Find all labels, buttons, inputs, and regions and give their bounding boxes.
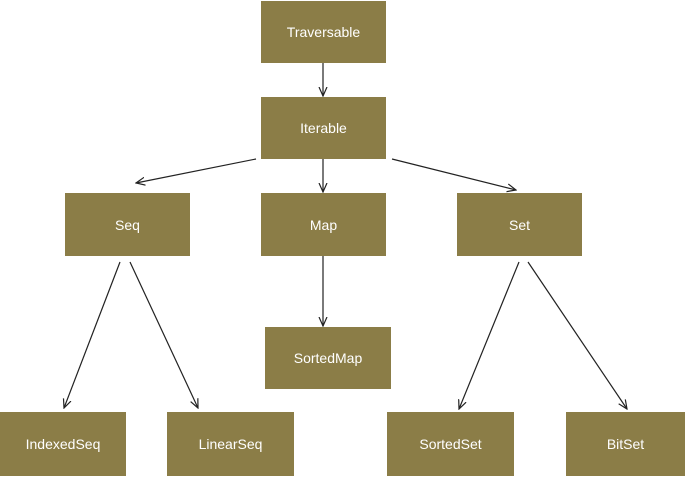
node-iterable: Iterable bbox=[261, 97, 386, 159]
node-traversable-label: Traversable bbox=[286, 24, 361, 40]
node-sortedset: SortedSet bbox=[387, 412, 514, 476]
node-seq: Seq bbox=[65, 193, 190, 256]
node-indexedseq: IndexedSeq bbox=[0, 412, 126, 476]
node-map-label: Map bbox=[309, 216, 338, 233]
node-map: Map bbox=[261, 193, 386, 256]
node-iterable-label: Iterable bbox=[300, 120, 347, 136]
node-linearseq: LinearSeq bbox=[167, 412, 294, 476]
edge-seq-linearseq bbox=[129, 261, 198, 408]
node-set-label: Set bbox=[508, 216, 530, 233]
node-sortedmap: SortedMap bbox=[265, 327, 391, 389]
edge-set-bitset bbox=[527, 261, 627, 409]
node-sortedset-label: SortedSet bbox=[419, 436, 482, 452]
node-linearseq-label: LinearSeq bbox=[198, 436, 263, 452]
node-seq-label: Seq bbox=[115, 216, 140, 233]
node-sortedmap-label: SortedMap bbox=[293, 350, 363, 366]
node-traversable: Traversable bbox=[261, 1, 386, 63]
node-bitset: BitSet bbox=[566, 412, 685, 476]
edge-seq-indexedseq bbox=[64, 261, 121, 408]
edge-iterable-seq bbox=[136, 158, 257, 183]
edge-iterable-set bbox=[391, 158, 516, 190]
node-indexedseq-label: IndexedSeq bbox=[25, 436, 101, 452]
edge-set-sortedset bbox=[459, 261, 520, 409]
node-bitset-label: BitSet bbox=[606, 436, 645, 452]
node-set: Set bbox=[457, 193, 582, 256]
